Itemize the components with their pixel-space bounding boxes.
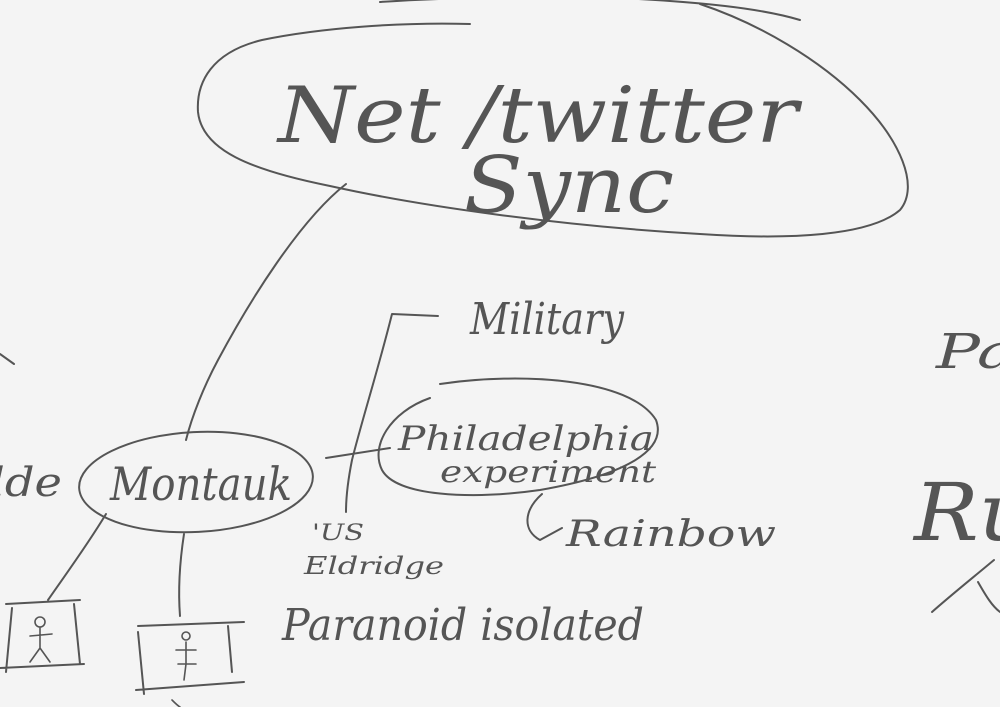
isolated-person-left-icon: [0, 599, 85, 673]
rainbow-arrow: [526, 493, 563, 541]
military-label: Military: [469, 294, 625, 345]
connector-montauk-philadelphia: [325, 447, 391, 459]
right-edge-a-stroke: [931, 559, 1000, 613]
left-edge-stroke: [0, 353, 15, 365]
left-edge-fragment-label: lde: [0, 460, 62, 506]
philadelphia-label: Philadelphia: [397, 419, 654, 459]
montauk-label: Montauk: [109, 457, 292, 511]
rainbow-label: Rainbow: [565, 514, 777, 555]
top-edge-arc: [379, 0, 801, 21]
eldridge-label: Eldridge: [303, 552, 444, 580]
connector-cloud-montauk: [185, 183, 347, 441]
paranoid-isolated-label: Paranoid isolated: [281, 600, 644, 651]
sync-label: Sync: [464, 141, 674, 231]
military-bracket: [345, 313, 439, 513]
us-label: 'US: [312, 521, 364, 546]
branch-right-figure: [178, 533, 185, 617]
branch-left-figure: [47, 513, 107, 601]
net-twitter-cloud: [196, 3, 909, 238]
right-edge-pa-label: Pa: [935, 324, 1000, 380]
montauk-bubble: [78, 430, 314, 534]
right-edge-ru-label: Ru: [912, 466, 1000, 559]
philadelphia-bubble: [377, 377, 659, 496]
experiment-label: experiment: [440, 455, 657, 490]
net-twitter-label: Net /twitter: [276, 71, 803, 161]
isolated-person-right-icon: [135, 621, 245, 707]
